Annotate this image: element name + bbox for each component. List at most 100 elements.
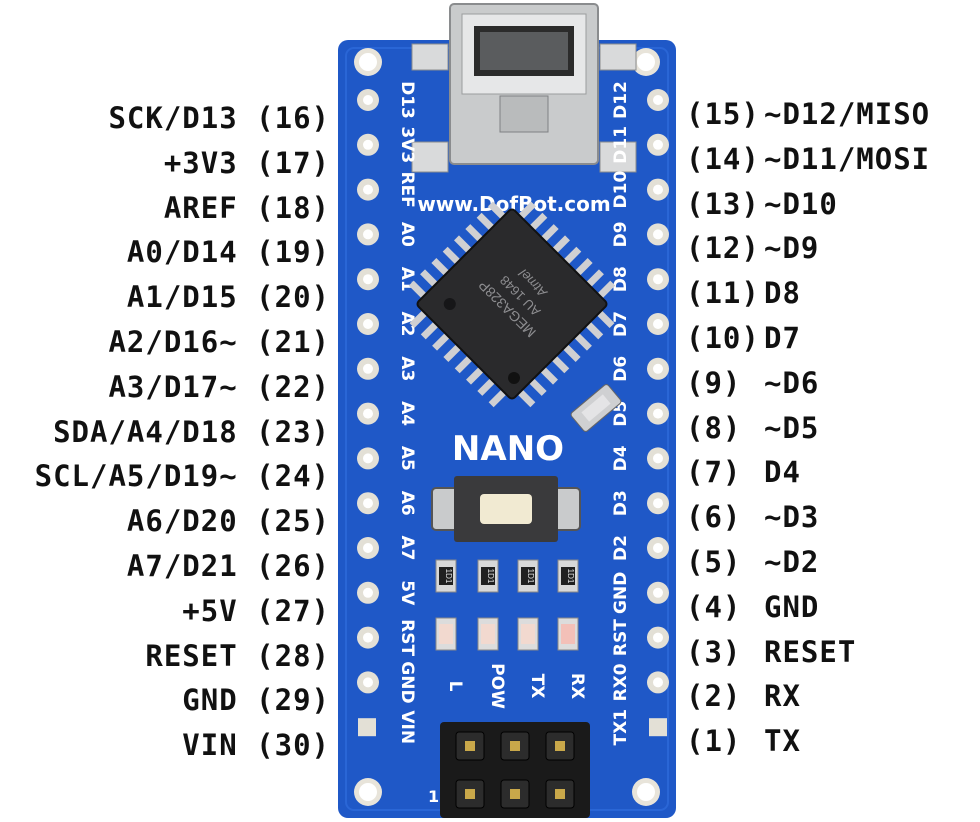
board-model-label: NANO: [452, 429, 564, 469]
right-pin-label: (11)D8: [686, 276, 801, 310]
chip-leg: [454, 235, 474, 255]
silk-label: 5V: [397, 580, 417, 606]
pin-function: ~D3: [764, 500, 820, 535]
pin-function: A2/D16~: [108, 325, 238, 359]
pin-pad: [358, 718, 376, 737]
pin-hole: [653, 587, 663, 598]
chip-leg: [488, 388, 508, 408]
led: [477, 617, 499, 651]
chip-leg: [584, 320, 604, 340]
pin-hole: [363, 587, 373, 598]
chip-leg: [409, 308, 429, 329]
left-pin-label: +5V (27): [182, 594, 330, 628]
pin-number: (16): [256, 101, 330, 135]
chip-leg: [550, 235, 570, 255]
chip-leg: [476, 212, 496, 232]
pin-function: A6/D20: [126, 504, 238, 539]
pin-function: ~D5: [764, 410, 820, 445]
chip-leg: [443, 342, 463, 362]
chip-leg: [584, 269, 604, 289]
header-pin-tip: [465, 789, 475, 799]
led-label: TX: [527, 674, 547, 699]
left-pin-label: RESET (28): [145, 639, 330, 673]
right-pin-label: (10)D7: [686, 321, 801, 355]
pin-hole: [653, 498, 663, 509]
left-pin-label: A0/D14 (19): [127, 235, 330, 269]
crystal: [570, 384, 622, 432]
silk-label: D4: [611, 445, 631, 471]
silk-label: A4: [397, 401, 417, 426]
pin-hole: [363, 632, 373, 643]
pin-hole: [653, 677, 663, 688]
header-pin-tip: [555, 741, 565, 751]
chip-leg: [596, 280, 616, 300]
silk-label: A5: [397, 446, 417, 471]
usb-mini-connector: [411, 3, 637, 173]
led-row: [435, 617, 579, 651]
silk-label: A6: [397, 491, 417, 516]
pin-hole: [363, 677, 373, 688]
pin-number: (12): [686, 231, 760, 266]
pin-number: (17): [256, 145, 330, 180]
pin-function: A0/D14: [126, 235, 238, 270]
led: [557, 617, 579, 651]
silk-label: D11: [611, 126, 631, 164]
left-pin-label: A7/D21 (26): [127, 549, 330, 583]
pin-hole: [363, 453, 373, 464]
left-pin-label: SCL/A5/D19~ (24): [35, 459, 330, 493]
pin-number: (4): [686, 589, 742, 624]
pin-function: D7: [764, 321, 801, 355]
left-pin-label: A2/D16~ (21): [108, 325, 330, 359]
pin-number: (18): [256, 190, 330, 225]
pin-hole: [653, 184, 663, 195]
pin-number: (22): [256, 369, 330, 404]
chip-leg: [408, 280, 428, 300]
pin-number: (8): [686, 410, 742, 445]
right-pin-label: (2)RX: [686, 679, 801, 713]
left-pin-label: GND (29): [182, 683, 330, 717]
silk-label: RST: [397, 619, 417, 656]
silk-label: RX0: [611, 663, 631, 701]
pin-hole: [363, 498, 373, 509]
led-label: RX: [567, 673, 587, 699]
pin-function: SDA/A4/D18: [53, 414, 238, 449]
right-pin-label: (8) ~D5: [686, 411, 819, 445]
pin-number: (26): [256, 549, 330, 583]
chip-leg: [466, 365, 486, 385]
silk-label: GND: [397, 661, 417, 703]
header-pin-tip: [555, 789, 565, 799]
pin-number: (19): [256, 235, 330, 270]
header-pin1-label: 1: [428, 787, 439, 806]
chip-leg: [528, 212, 548, 232]
right-pin-label: (6)~D3: [686, 500, 819, 534]
reset-button[interactable]: [431, 476, 581, 542]
pin-function: ~D12/MISO: [764, 97, 931, 131]
pin-function: A7/D21: [126, 549, 238, 583]
right-pin-pads: [647, 89, 669, 737]
pin-number: (27): [256, 593, 330, 628]
right-pin-label: (13)~D10: [686, 187, 838, 221]
silk-label: D10: [611, 171, 631, 209]
chip-leg: [562, 246, 582, 266]
chip-leg: [573, 258, 593, 278]
left-pin-pads: [357, 89, 379, 737]
chip-leg: [595, 308, 615, 329]
right-pin-label: (7)D4: [686, 455, 801, 489]
silk-label: RST: [611, 619, 631, 656]
chip-leg: [431, 258, 451, 278]
silk-label: REF: [397, 171, 417, 207]
mounting-holes: [354, 48, 660, 806]
right-pin-label: (5)~D2: [686, 545, 819, 579]
pin-function: D8: [764, 276, 801, 311]
pin-hole: [363, 408, 373, 419]
pin-function: A3/D17~: [108, 369, 238, 404]
chip-leg: [539, 224, 559, 244]
silk-label: 3V3: [397, 126, 417, 163]
pin-hole: [653, 543, 663, 553]
pin-function: RESET: [764, 634, 857, 669]
resistor: 1D1: [435, 559, 457, 593]
pin-number: (13): [686, 186, 760, 221]
led: [517, 617, 539, 651]
